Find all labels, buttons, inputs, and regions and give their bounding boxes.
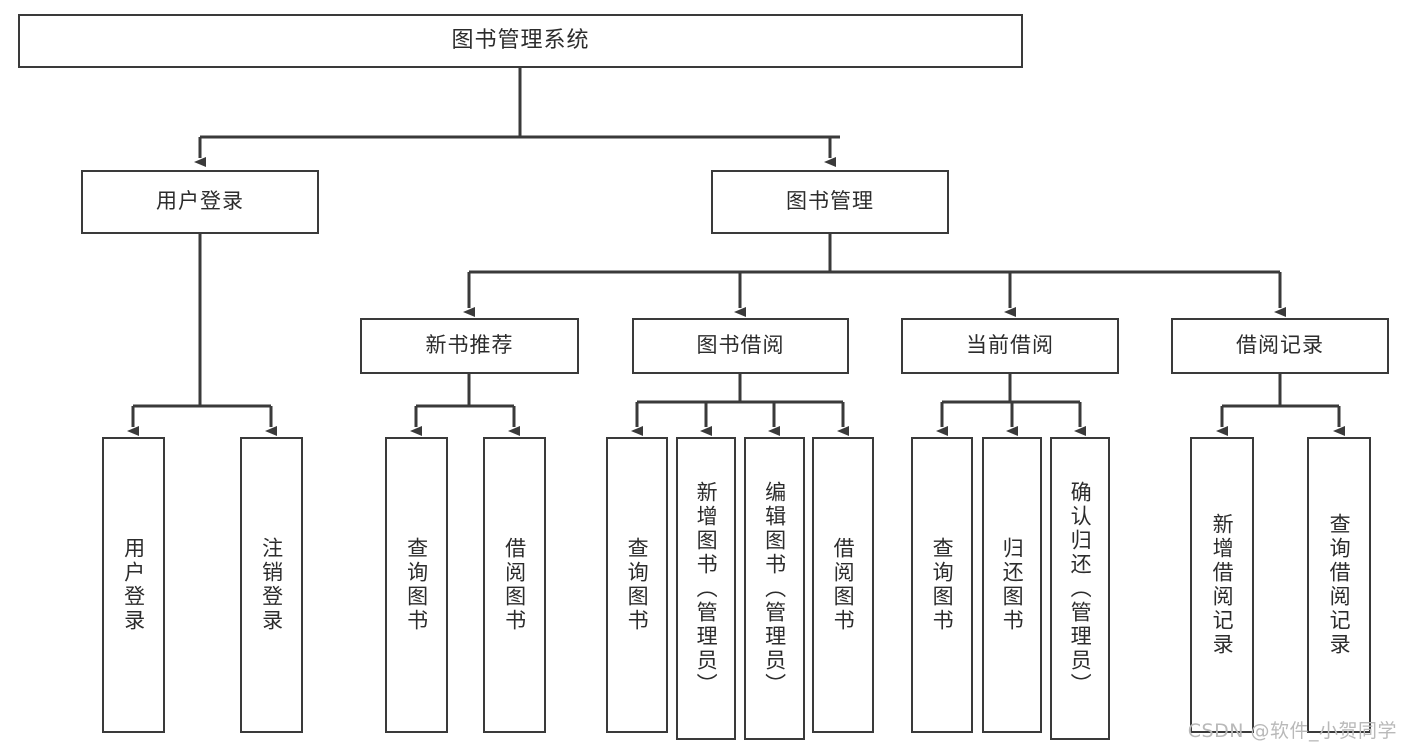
node-book-management[interactable]: 图书管理 <box>711 170 949 234</box>
node-leaf-return-book[interactable]: 归还图书 <box>982 437 1042 733</box>
node-leaf-confirm-return-admin[interactable]: 确认归还（管理员） <box>1050 437 1110 740</box>
node-book-borrow-label: 图书借阅 <box>696 333 785 358</box>
node-leaf-label: 注销登录 <box>259 537 284 633</box>
node-leaf-label: 借阅图书 <box>831 537 856 633</box>
node-borrow-record-label: 借阅记录 <box>1236 333 1324 358</box>
node-leaf-query-borrow-record[interactable]: 查询借阅记录 <box>1307 437 1371 733</box>
node-leaf-label: 查询图书 <box>625 537 650 633</box>
node-leaf-add-book-admin[interactable]: 新增图书（管理员） <box>676 437 736 740</box>
node-leaf-label: 查询借阅记录 <box>1327 513 1352 657</box>
node-new-book-recommend[interactable]: 新书推荐 <box>360 318 579 374</box>
node-leaf-query-book-borrow[interactable]: 查询图书 <box>606 437 668 733</box>
node-user-login-label: 用户登录 <box>156 189 244 214</box>
node-leaf-borrow-book-newbook[interactable]: 借阅图书 <box>483 437 546 733</box>
node-root-label: 图书管理系统 <box>451 27 590 53</box>
node-leaf-label: 归还图书 <box>1000 537 1025 633</box>
node-leaf-query-book-current[interactable]: 查询图书 <box>911 437 973 733</box>
node-new-book-recommend-label: 新书推荐 <box>425 333 514 358</box>
node-leaf-edit-book-admin[interactable]: 编辑图书（管理员） <box>744 437 805 740</box>
node-leaf-label: 借阅图书 <box>502 537 527 633</box>
node-leaf-user-login[interactable]: 用户登录 <box>102 437 165 733</box>
node-current-borrow-label: 当前借阅 <box>966 333 1054 358</box>
node-leaf-borrow-book[interactable]: 借阅图书 <box>812 437 874 733</box>
node-root-system[interactable]: 图书管理系统 <box>18 14 1023 68</box>
node-book-management-label: 图书管理 <box>786 189 874 214</box>
node-leaf-label: 查询图书 <box>930 537 955 633</box>
node-borrow-record[interactable]: 借阅记录 <box>1171 318 1389 374</box>
node-user-login[interactable]: 用户登录 <box>81 170 319 234</box>
node-leaf-label: 查询图书 <box>404 537 429 633</box>
watermark-text: CSDN @软件_小贺同学 <box>1187 720 1397 742</box>
node-book-borrow[interactable]: 图书借阅 <box>632 318 849 374</box>
node-leaf-label: 确认归还（管理员） <box>1068 480 1093 697</box>
node-leaf-add-borrow-record[interactable]: 新增借阅记录 <box>1190 437 1254 733</box>
node-leaf-label: 新增图书（管理员） <box>694 480 719 697</box>
node-current-borrow[interactable]: 当前借阅 <box>901 318 1119 374</box>
node-leaf-logout[interactable]: 注销登录 <box>240 437 303 733</box>
node-leaf-label: 编辑图书（管理员） <box>762 480 787 697</box>
node-leaf-label: 新增借阅记录 <box>1210 513 1235 657</box>
node-leaf-query-book-newbook[interactable]: 查询图书 <box>385 437 448 733</box>
node-leaf-label: 用户登录 <box>121 537 146 633</box>
